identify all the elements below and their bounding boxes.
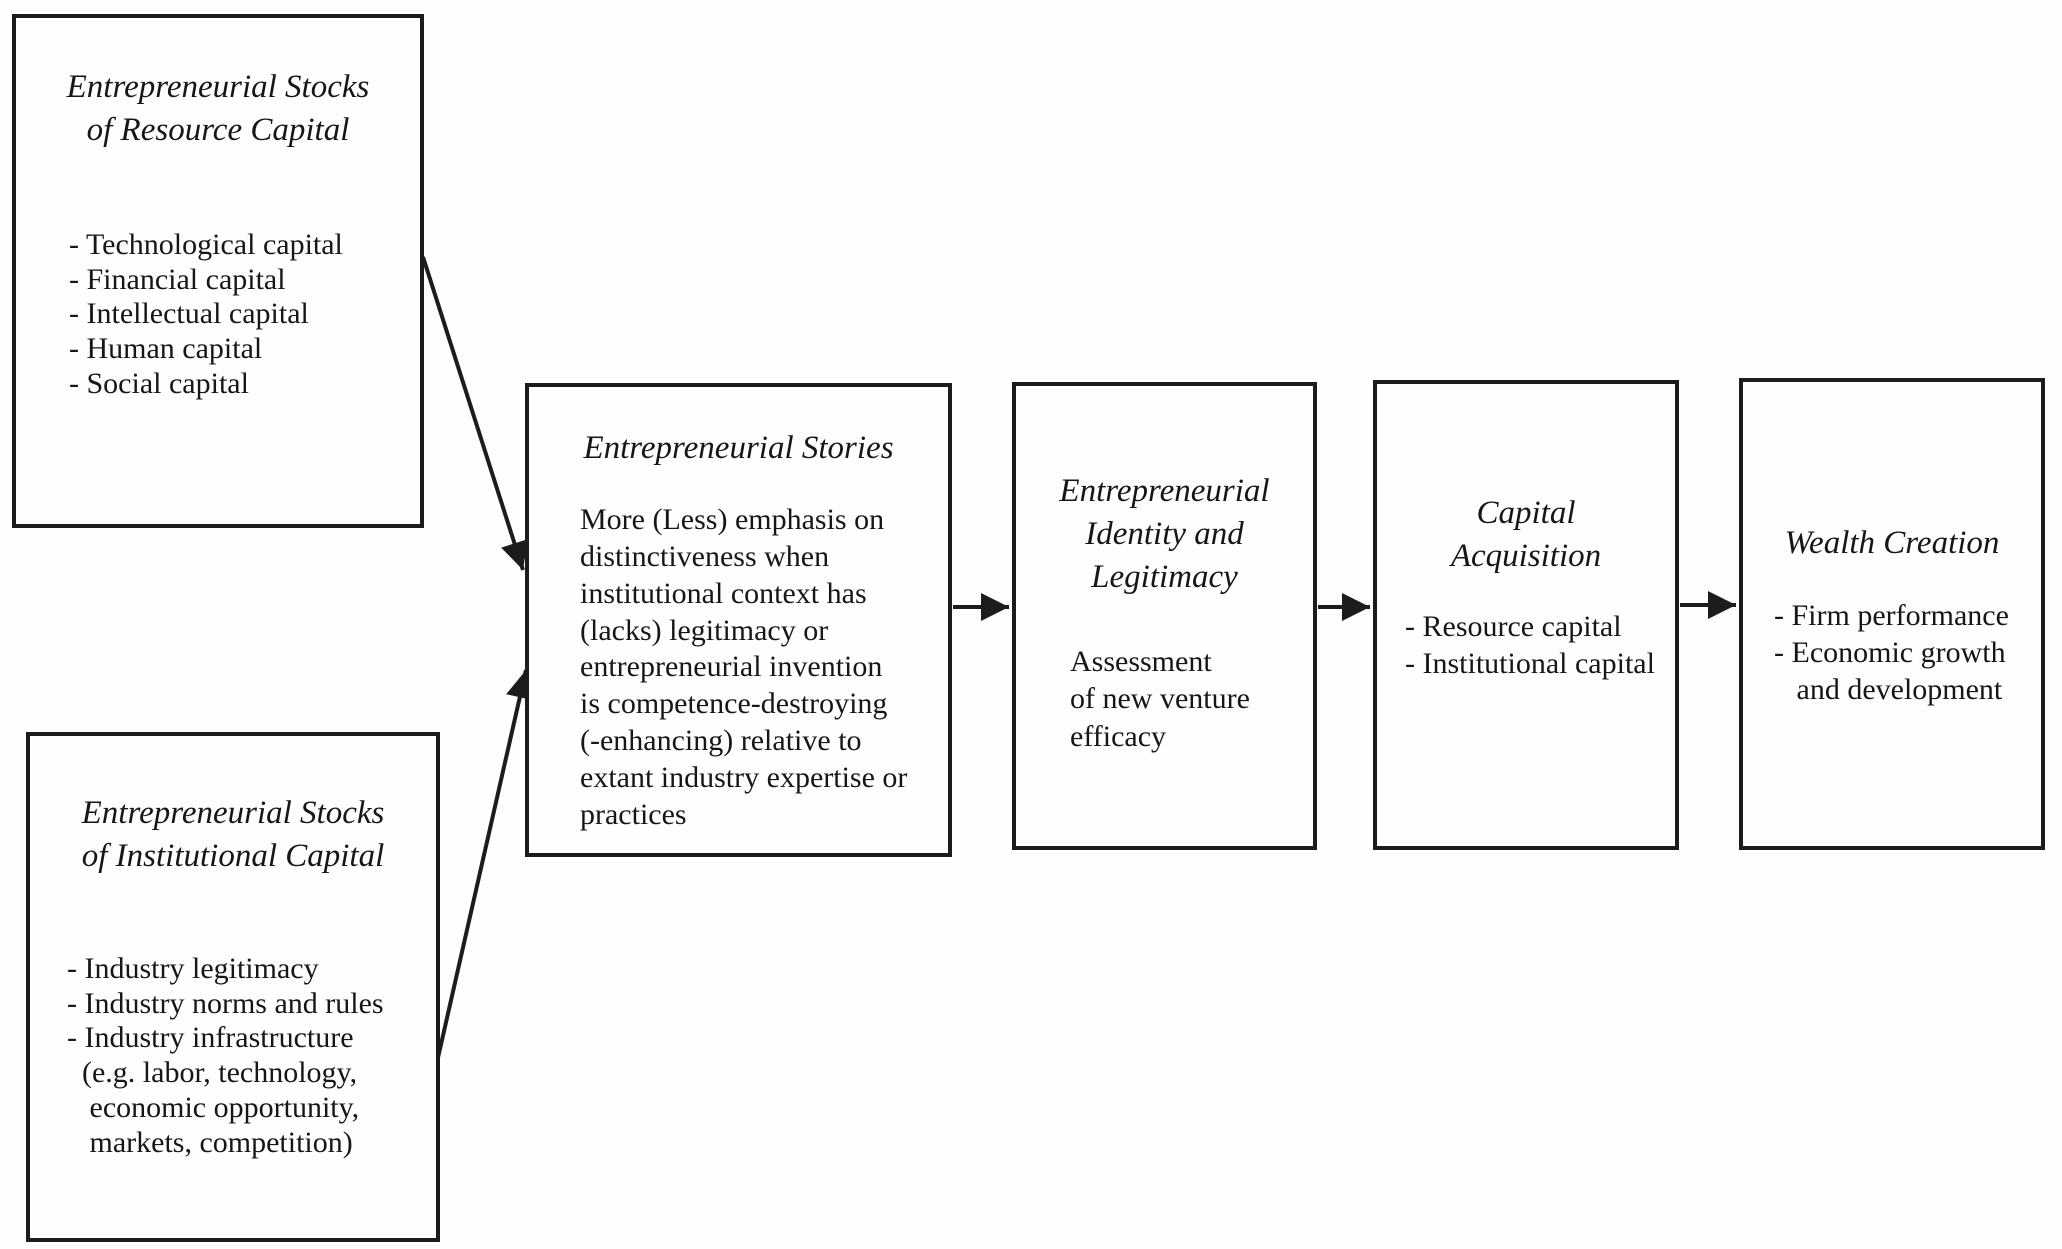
box-entrepreneurial-stocks-institutional-capital: Entrepreneurial Stocks of Institutional … [26, 732, 440, 1242]
stories-body-text: More (Less) emphasis on distinctiveness … [580, 502, 908, 832]
stories-title: Entrepreneurial Stories [583, 430, 894, 466]
arrow-institutional-to-stories [435, 669, 534, 1063]
identity-title: Entrepreneurial Identity and Legitimacy [1059, 473, 1270, 595]
list-item: (e.g. labor, technology, [67, 1056, 358, 1090]
box-entrepreneurial-stocks-resource-capital: Entrepreneurial Stocks of Resource Capit… [12, 14, 424, 528]
list-item: markets, competition) [67, 1125, 353, 1159]
identity-body-text: Assessment of new venture efficacy [1070, 644, 1250, 754]
list-item: - Intellectual capital [69, 297, 309, 331]
list-item: - Economic growth [1774, 636, 2006, 670]
box-entrepreneurial-stories: Entrepreneurial Stories More (Less) emph… [525, 383, 952, 857]
box-wealth-creation: Wealth Creation - Firm performance - Econ… [1739, 378, 2045, 850]
list-item: - Institutional capital [1405, 646, 1655, 680]
resource-capital-item-list: - Technological capital- Financial capit… [16, 228, 420, 402]
list-item: - Firm performance [1774, 598, 2009, 632]
capital-acquisition-item-list: - Resource capital- Institutional capita… [1377, 608, 1675, 682]
institutional-capital-item-list: - Industry legitimacy- Industry norms an… [30, 952, 436, 1161]
list-item: - Industry infrastructure [67, 1021, 354, 1055]
list-item: - Industry legitimacy [67, 951, 319, 985]
resource-capital-title: Entrepreneurial Stocks of Resource Capit… [66, 69, 370, 148]
box-capital-acquisition: Capital Acquisition - Resource capital- … [1373, 380, 1679, 850]
list-item: - Social capital [69, 366, 249, 400]
list-item: economic opportunity, [67, 1090, 360, 1124]
list-item: - Industry norms and rules [67, 986, 384, 1020]
capital-acquisition-title: Capital Acquisition [1450, 495, 1602, 574]
list-item: - Resource capital [1405, 609, 1622, 643]
list-item: - Technological capital [69, 227, 343, 261]
wealth-creation-title: Wealth Creation [1784, 525, 2000, 561]
list-item: - Human capital [69, 332, 263, 366]
wealth-creation-item-list: - Firm performance - Economic growth and … [1743, 597, 2041, 709]
box-entrepreneurial-identity-legitimacy: Entrepreneurial Identity and Legitimacy … [1012, 382, 1317, 850]
list-item: - Financial capital [69, 262, 286, 296]
institutional-capital-title: Entrepreneurial Stocks of Institutional … [81, 795, 385, 874]
list-item: and development [1774, 673, 2003, 707]
arrow-resource-to-stories [421, 256, 528, 571]
